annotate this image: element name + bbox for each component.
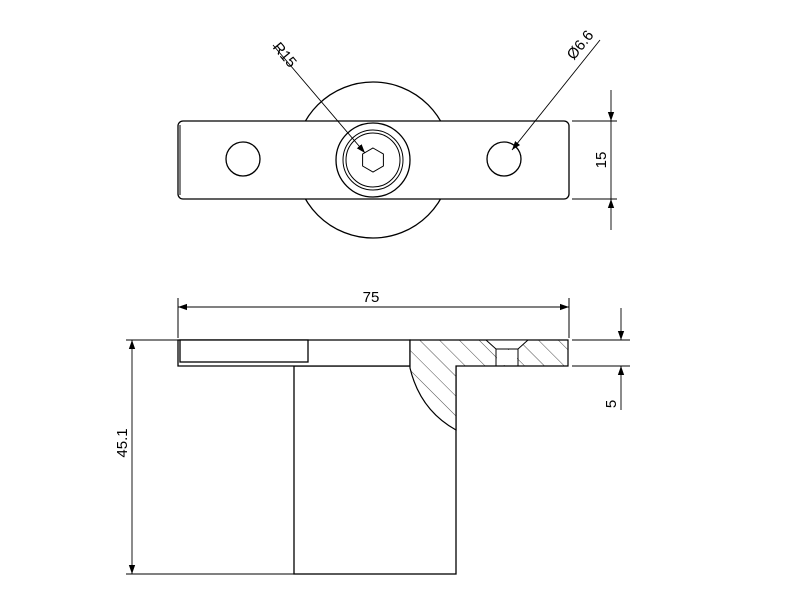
top-view: R15 Ø6.6 15: [177, 27, 617, 239]
hole-diameter-label: Ø6.6: [564, 27, 598, 63]
center-boss-inner: [342, 129, 404, 191]
mounting-hole-right: [486, 141, 522, 177]
plate-thickness-dimension-label: 5: [603, 400, 620, 408]
mounting-hole-left: [225, 141, 261, 177]
side-view: 75 45.1 5: [114, 289, 630, 575]
total-height-dimension-label: 45.1: [114, 428, 131, 457]
hole-diameter-leader: [511, 39, 601, 151]
radius-leader: [272, 44, 366, 154]
center-boss-outer: [335, 122, 411, 198]
center-boss-ring: [345, 132, 401, 188]
length-dimension-label: 75: [363, 289, 380, 306]
hex-socket-icon: [362, 147, 384, 173]
height-dimension-label: 15: [593, 152, 610, 169]
radius-label: R15: [269, 39, 300, 71]
plate-step: [179, 339, 309, 363]
